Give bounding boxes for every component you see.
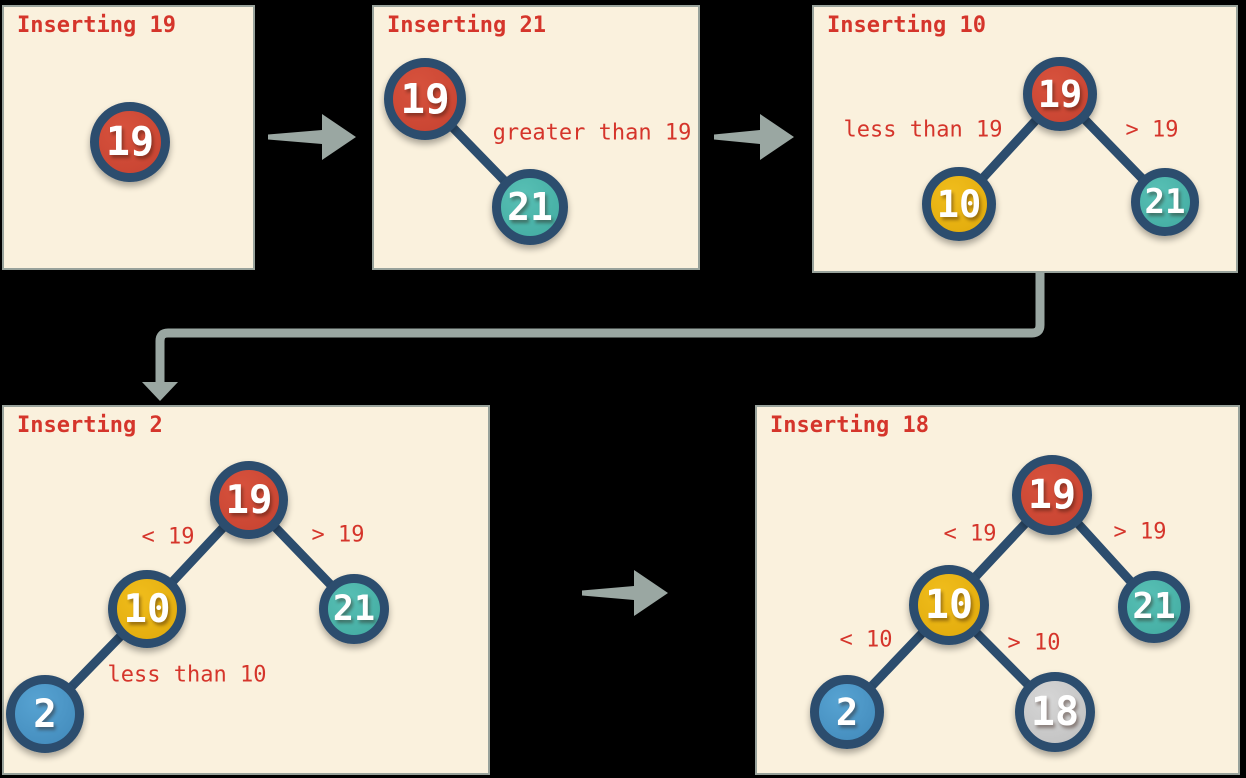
edge-label: less than 19 (843, 117, 1003, 143)
node-value: 10 (924, 582, 974, 628)
tree-node-2: 2 (6, 675, 84, 753)
panel-title: Inserting 19 (17, 13, 176, 38)
edge-label: greater than 19 (492, 120, 692, 146)
tree-node-19: 19 (384, 58, 466, 140)
panel-title: Inserting 18 (770, 413, 929, 438)
node-value: 19 (400, 74, 450, 123)
node-value: 18 (1030, 689, 1080, 735)
node-value: 21 (507, 185, 553, 229)
arrow-step3-to-step4-head (142, 382, 178, 401)
node-value: 19 (1037, 72, 1083, 116)
tree-node-19: 19 (210, 461, 288, 539)
node-value: 19 (105, 119, 155, 165)
tree-node-19: 19 (1012, 455, 1092, 535)
tree-node-21: 21 (492, 169, 568, 245)
edge-label: less than 10 (107, 662, 267, 688)
node-value: 21 (332, 588, 376, 629)
edge-label: > 19 (1125, 117, 1179, 143)
arrow-step1-to-step2 (268, 114, 356, 160)
panel-inserting-18: Inserting 18 < 19 > 19 < 10 > 10 19 10 21 2 18 (755, 405, 1240, 775)
edge-label: < 19 (141, 524, 195, 550)
panel-inserting-19: Inserting 19 19 (2, 5, 255, 270)
tree-node-18: 18 (1015, 672, 1095, 752)
panel-title: Inserting 2 (17, 413, 163, 438)
node-value: 21 (1132, 586, 1176, 627)
panel-inserting-10: Inserting 10 less than 19 > 19 19 10 21 (812, 5, 1238, 273)
panel-inserting-2: Inserting 2 < 19 > 19 less than 10 19 10 21 2 (2, 405, 490, 775)
tree-node-2: 2 (810, 675, 884, 749)
edge-label: > 19 (311, 522, 365, 548)
panel-title: Inserting 10 (827, 13, 986, 38)
node-value: 10 (123, 586, 171, 632)
edge-label: > 19 (1113, 519, 1167, 545)
tree-node-21: 21 (319, 574, 389, 644)
arrow-step4-to-step5 (582, 570, 668, 616)
node-value: 2 (33, 691, 57, 737)
panel-inserting-21: Inserting 21 greater than 19 19 21 (372, 5, 700, 270)
node-value: 21 (1144, 182, 1186, 222)
panel-title: Inserting 21 (387, 13, 546, 38)
edge-label: > 10 (1007, 630, 1061, 656)
tree-node-21: 21 (1131, 168, 1199, 236)
tree-node-10: 10 (108, 570, 186, 648)
edge-label: < 10 (839, 627, 893, 653)
node-value: 10 (936, 182, 982, 226)
node-value: 2 (835, 690, 859, 734)
tree-node-19: 19 (1023, 57, 1097, 131)
tree-node-19: 19 (90, 102, 170, 182)
edge-label: < 19 (943, 521, 997, 547)
tree-node-10: 10 (909, 565, 989, 645)
tree-node-10: 10 (922, 167, 996, 241)
node-value: 19 (1027, 472, 1077, 518)
arrow-step3-to-step4 (155, 272, 1045, 384)
node-value: 19 (225, 477, 273, 523)
tree-node-21: 21 (1118, 571, 1190, 643)
arrow-step2-to-step3 (714, 114, 794, 160)
